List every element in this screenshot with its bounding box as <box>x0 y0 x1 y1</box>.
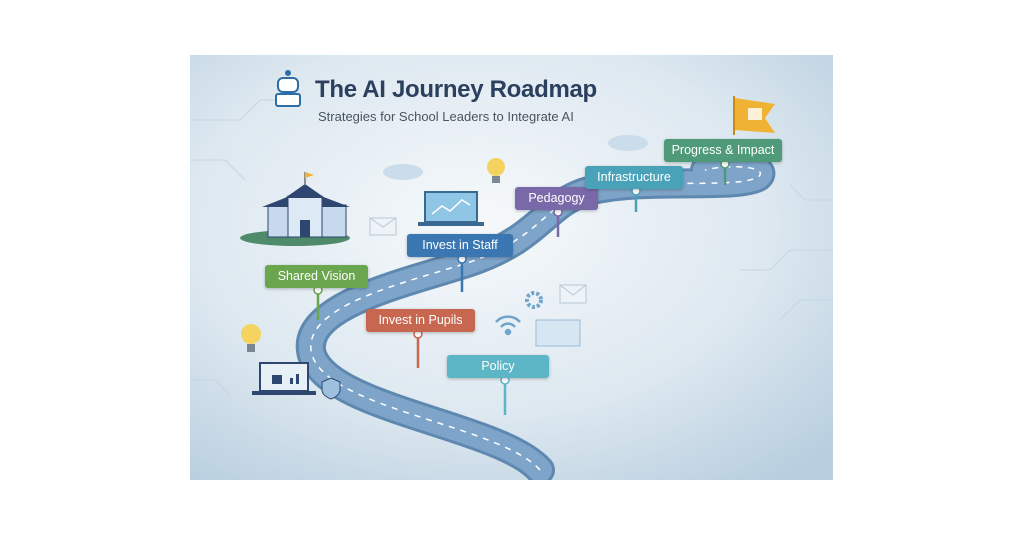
robot-icon <box>275 70 301 107</box>
envelope-icon <box>559 284 587 304</box>
gear-icon <box>525 291 543 309</box>
document-card-icon <box>535 319 581 347</box>
page-subtitle: Strategies for School Leaders to Integra… <box>318 109 574 124</box>
milestone-policy: Policy <box>447 355 549 378</box>
milestone-infrastructure: Infrastructure <box>585 166 683 189</box>
wifi-icon <box>495 315 521 336</box>
finish-flag-icon <box>733 96 775 135</box>
envelope-icon <box>369 217 397 236</box>
milestone-invest-in-staff: Invest in Staff <box>407 234 513 257</box>
lightbulb-icon <box>241 324 261 352</box>
milestone-shared-vision: Shared Vision <box>265 265 368 288</box>
laptop-chart-icon <box>418 191 484 226</box>
school-building-icon <box>240 172 350 246</box>
cloud-icon <box>383 135 648 180</box>
milestone-pedagogy: Pedagogy <box>515 187 598 210</box>
shield-icon <box>321 377 341 400</box>
lightbulb-icon <box>487 158 505 183</box>
lock-laptop-icon <box>252 362 316 395</box>
page-title: The AI Journey Roadmap <box>315 76 597 103</box>
milestone-progress-and-impact: Progress & Impact <box>664 139 782 162</box>
milestone-invest-in-pupils: Invest in Pupils <box>366 309 475 332</box>
